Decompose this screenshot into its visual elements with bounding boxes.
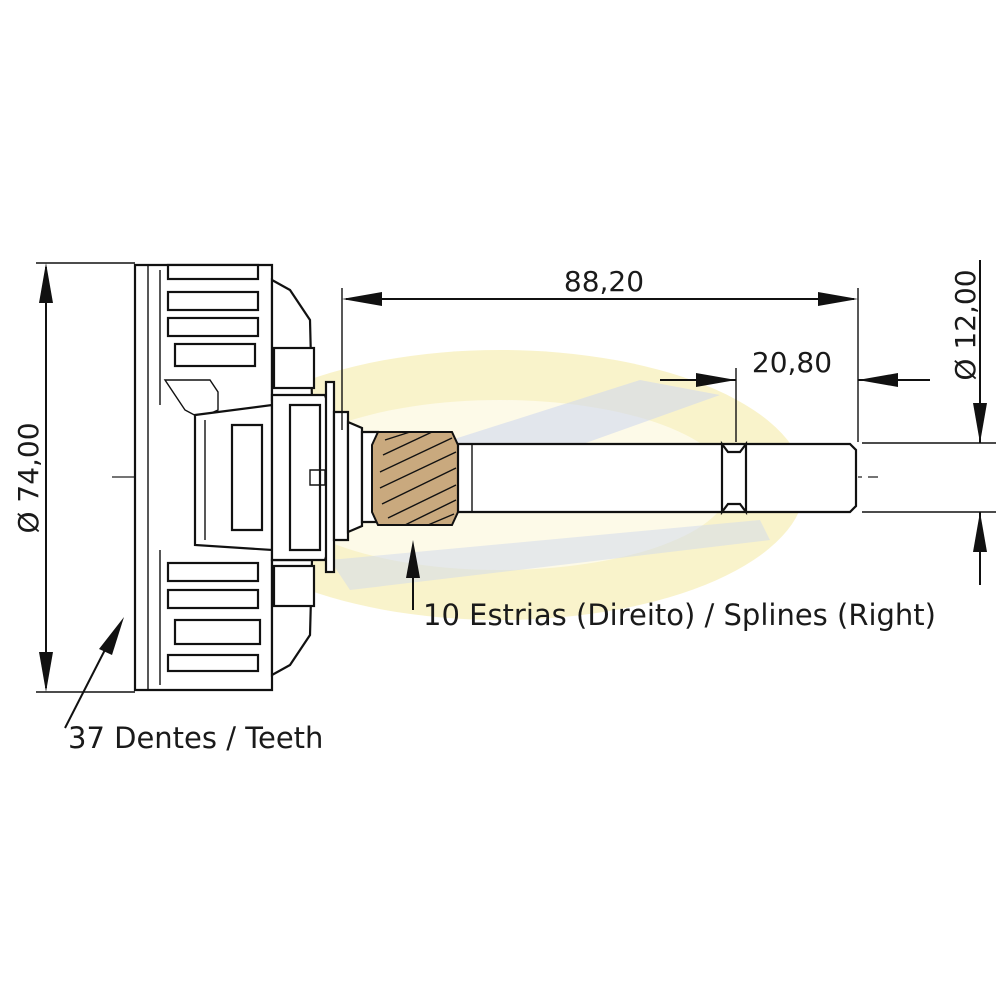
gear-diameter-label: Ø 74,00	[12, 422, 45, 533]
pinion-splines	[371, 431, 459, 526]
dimension-gear-diameter: Ø 74,00	[12, 262, 135, 693]
dimension-spline-length: 20,80	[660, 346, 930, 442]
shaft-diameter-label: Ø 12,00	[949, 269, 982, 380]
dimension-overall-length: 88,20	[341, 265, 859, 442]
leader-teeth: 37 Dentes / Teeth	[64, 617, 323, 755]
teeth-note: 37 Dentes / Teeth	[68, 721, 323, 755]
splines-note: 10 Estrias (Direito) / Splines (Right)	[423, 598, 936, 632]
collar	[270, 380, 380, 574]
leader-splines: 10 Estrias (Direito) / Splines (Right)	[406, 540, 936, 632]
dimension-shaft-diameter: Ø 12,00	[862, 260, 996, 585]
spline-length-label: 20,80	[752, 346, 832, 379]
shaft	[456, 440, 858, 516]
gear-body	[133, 263, 316, 692]
overall-length-label: 88,20	[564, 265, 644, 298]
